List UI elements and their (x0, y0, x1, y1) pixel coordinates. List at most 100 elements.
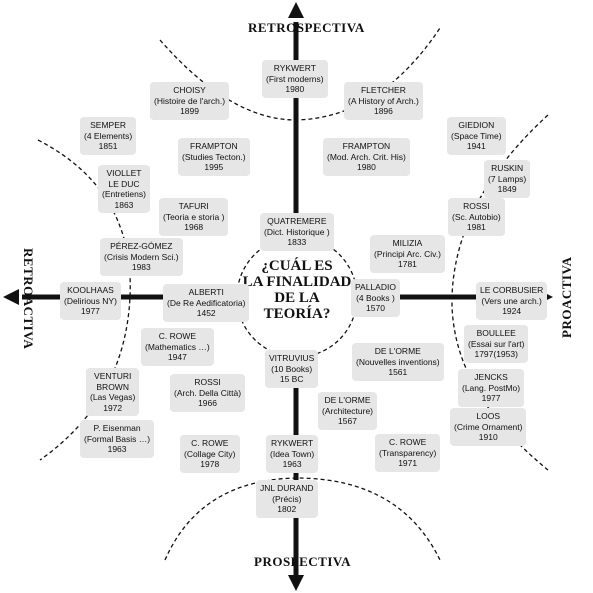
entry-rossi-sc: ROSSI(Sc. Autobio)1981 (448, 198, 505, 236)
entry-frampton-studies: FRAMPTON(Studies Tecton.)1995 (178, 138, 250, 176)
entry-text: CHOISY (173, 85, 206, 95)
entry-text: 1570 (366, 303, 385, 313)
entry-text: 1972 (103, 402, 123, 413)
entry-text: ALBERTI (188, 287, 224, 297)
entry-text: VIOLLET (106, 168, 142, 178)
entry-text: TAFURI (178, 201, 209, 211)
entry-text: PALLADIO (355, 282, 396, 292)
entry-text: (Mathematics …) (145, 341, 210, 352)
center-question-line: LA FINALIDAD (242, 274, 352, 290)
entry-text: 1977 (80, 306, 100, 316)
entry-text: LE DUC (108, 178, 140, 189)
entry-text: (Dict. Historique ) (264, 226, 330, 237)
entry-text: 1899 (180, 106, 199, 116)
entry-milizia: MILIZIA(Principi Arc. Civ.)1781 (370, 235, 445, 273)
entry-text: 1971 (398, 458, 418, 468)
entry-rossi-arch: ROSSI(Arch. Della Città)1966 (170, 374, 246, 412)
entry-text: 1910 (478, 432, 498, 442)
entry-delorme-arch: DE L'ORME(Architecture)1567 (318, 392, 378, 430)
entry-text: C. ROWE (191, 438, 229, 448)
entry-text: (Collage City) (184, 448, 236, 459)
entry-tafuri: TAFURI(Teoria e storia )1968 (159, 198, 229, 236)
entry-text: VITRUVIUS (269, 353, 315, 363)
entry-text: (Vers une arch.) (481, 295, 542, 306)
entry-text: JNL DURAND (260, 483, 314, 493)
entry-text: FRAMPTON (190, 141, 238, 151)
entry-text: (Transparency) (379, 447, 437, 458)
entry-koolhaas: KOOLHAAS(Delirious NY)1977 (60, 282, 121, 320)
entry-delorme-nouv: DE L'ORME(Nouvelles inventions)1561 (352, 343, 444, 381)
entry-choisy: CHOISY(Histoire de l'arch.)1899 (150, 82, 230, 120)
entry-text: 1833 (287, 237, 307, 247)
entry-text: 1849 (497, 184, 517, 194)
axis-label-right: PROACTIVA (559, 256, 574, 338)
entry-text: BOULLEE (476, 328, 516, 338)
entry-jencks: JENCKS(Lang. PostMo)1977 (458, 369, 525, 407)
entry-text: SEMPER (90, 120, 127, 130)
entry-text: (Crisis Modern Sci.) (104, 251, 179, 262)
entry-text: (Lang. PostMo) (462, 382, 521, 393)
entry-text: (Architecture) (322, 405, 374, 416)
entry-text: FLETCHER (360, 85, 406, 95)
top-arc (159, 27, 441, 121)
entry-text: (Teoria e storia ) (163, 211, 225, 222)
center-question-line: ¿CUÁL ES (261, 258, 333, 274)
entry-text: (Nouvelles inventions) (356, 356, 440, 367)
entry-text: 1978 (200, 459, 220, 469)
entry-text: 1995 (204, 162, 224, 172)
entry-text: 1941 (466, 141, 486, 151)
entry-text: (Histoire de l'arch.) (154, 95, 226, 106)
entry-text: RUSKIN (491, 163, 524, 173)
entry-rykwert-idea: RYKWERT(Idea Town)1963 (266, 435, 319, 473)
entry-text: 1963 (282, 459, 302, 469)
entry-c-rowe-math: C. ROWE(Mathematics …)1947 (141, 328, 214, 366)
entry-text: 1983 (131, 262, 151, 272)
entry-text: LE CORBUSIER (480, 285, 544, 295)
bottom-arc (164, 477, 441, 561)
axis-label-left: RETROACTIVA (21, 248, 36, 350)
entry-text: (Entretiens) (102, 189, 146, 199)
entry-text: (10 Books) (271, 363, 313, 374)
entry-text: 1947 (167, 352, 187, 362)
arrow-down-icon (288, 575, 304, 591)
entry-text: 1981 (466, 222, 486, 232)
entry-fletcher: FLETCHER(A History of Arch.)1896 (344, 82, 423, 120)
entry-text: VENTURI (94, 371, 132, 381)
entry-alberti: ALBERTI(De Re Aedificatoria)1452 (163, 284, 250, 322)
entry-frampton-mod: FRAMPTON(Mod. Arch. Crit. His)1980 (323, 138, 410, 176)
left-arc (37, 139, 131, 461)
entry-text: (Formal Basis …) (84, 433, 151, 444)
entry-palladio: PALLADIO(4 Books )1570 (351, 279, 400, 317)
entry-text: 1977 (481, 393, 501, 403)
entry-quatremere: QUATREMERE(Dict. Historique )1833 (260, 213, 334, 251)
entry-text: 1863 (114, 199, 134, 210)
entry-text: LOOS (476, 411, 501, 421)
entry-text: C. ROWE (389, 437, 427, 447)
entry-text: (Essai sur l'art) (468, 338, 525, 349)
entry-text: 1924 (502, 306, 522, 316)
entry-vitruvius: VITRUVIUS(10 Books)15 BC (265, 350, 319, 388)
entry-text: (4 Elements) (84, 130, 133, 141)
entry-text: GIEDION (458, 120, 495, 130)
entry-text: 1896 (373, 106, 393, 116)
entry-text: 1968 (184, 222, 204, 232)
entry-text: 1851 (98, 141, 118, 151)
entry-text: (Précis) (272, 493, 302, 504)
entry-text: ROSSI (463, 201, 490, 211)
entry-text: (Mod. Arch. Crit. His) (327, 151, 406, 162)
entry-text: (Idea Town) (270, 448, 315, 459)
entry-text: (4 Books ) (356, 292, 395, 303)
entry-text: KOOLHAAS (67, 285, 114, 295)
entry-text: ROSSI (194, 377, 221, 387)
entry-text: (Crime Ornament) (454, 421, 523, 432)
entry-text: 1980 (285, 84, 305, 94)
axis-label-bottom: PROSPECTIVA (254, 554, 352, 569)
entry-text: (7 Lamps) (488, 173, 527, 184)
entry-semper: SEMPER(4 Elements)1851 (80, 117, 137, 155)
arrow-left-icon (3, 289, 19, 305)
entry-text: 1781 (397, 259, 417, 269)
entry-text: 1452 (196, 308, 216, 318)
